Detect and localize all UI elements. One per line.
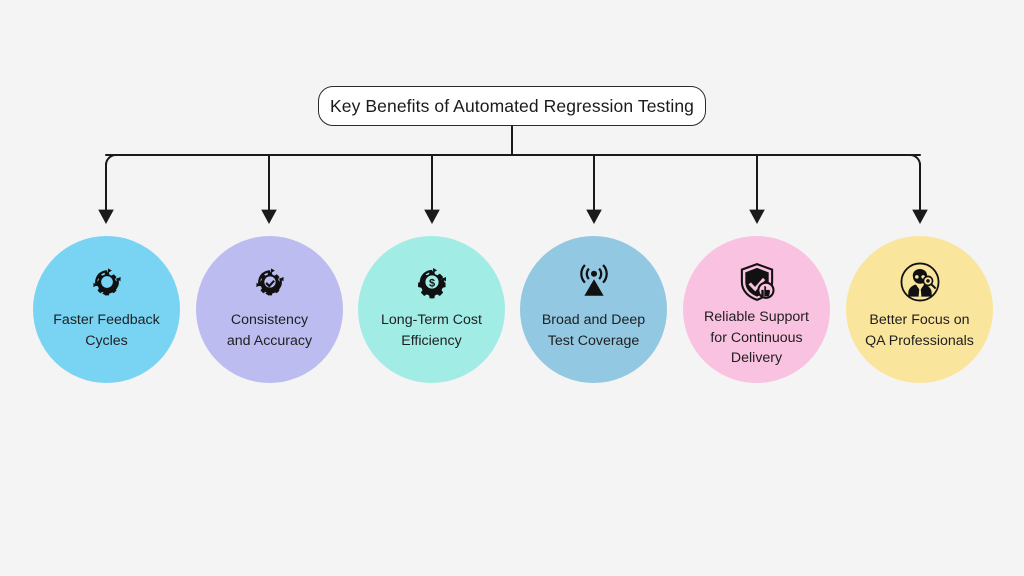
node-broad-and-deep-test-coverage[interactable]: Broad and Deep Test Coverage bbox=[520, 236, 667, 383]
node-reliable-support-for-continuous-delivery[interactable]: Reliable Support for Continuous Delivery bbox=[683, 236, 830, 383]
node-faster-feedback-cycles[interactable]: Faster Feedback Cycles bbox=[33, 236, 180, 383]
node-label: Broad and Deep Test Coverage bbox=[541, 312, 646, 350]
node-consistency-and-accuracy[interactable]: Consistency and Accuracy bbox=[196, 236, 343, 383]
root-node-label: Key Benefits of Automated Regression Tes… bbox=[329, 95, 694, 116]
node-long-term-cost-efficiency[interactable]: $ Long-Term Cost Efficiency bbox=[358, 236, 505, 383]
node-label: Long-Term Cost Efficiency bbox=[381, 312, 482, 350]
node-label: Reliable Support for Continuous Delivery bbox=[704, 309, 809, 367]
connector-corner-right bbox=[909, 154, 921, 170]
connector-corner-left bbox=[105, 154, 117, 170]
shield-check-thumbsup-icon bbox=[740, 263, 775, 301]
gear-dollar-cycle-icon: $ bbox=[417, 267, 446, 299]
node-label: Better Focus on QA Professionals bbox=[865, 312, 974, 350]
node-better-focus-on-qa-professionals[interactable]: Better Focus on QA Professionals bbox=[846, 236, 993, 383]
qa-professional-icon bbox=[900, 262, 939, 302]
root-node[interactable]: Key Benefits of Automated Regression Tes… bbox=[318, 86, 706, 126]
gear-refresh-cycle-icon bbox=[92, 268, 121, 296]
gear-check-cycle-icon bbox=[255, 268, 284, 296]
node-label: Consistency and Accuracy bbox=[226, 312, 313, 350]
broadcast-tower-icon bbox=[579, 264, 608, 296]
node-label: Faster Feedback Cycles bbox=[53, 312, 160, 350]
svg-text:$: $ bbox=[428, 278, 434, 290]
